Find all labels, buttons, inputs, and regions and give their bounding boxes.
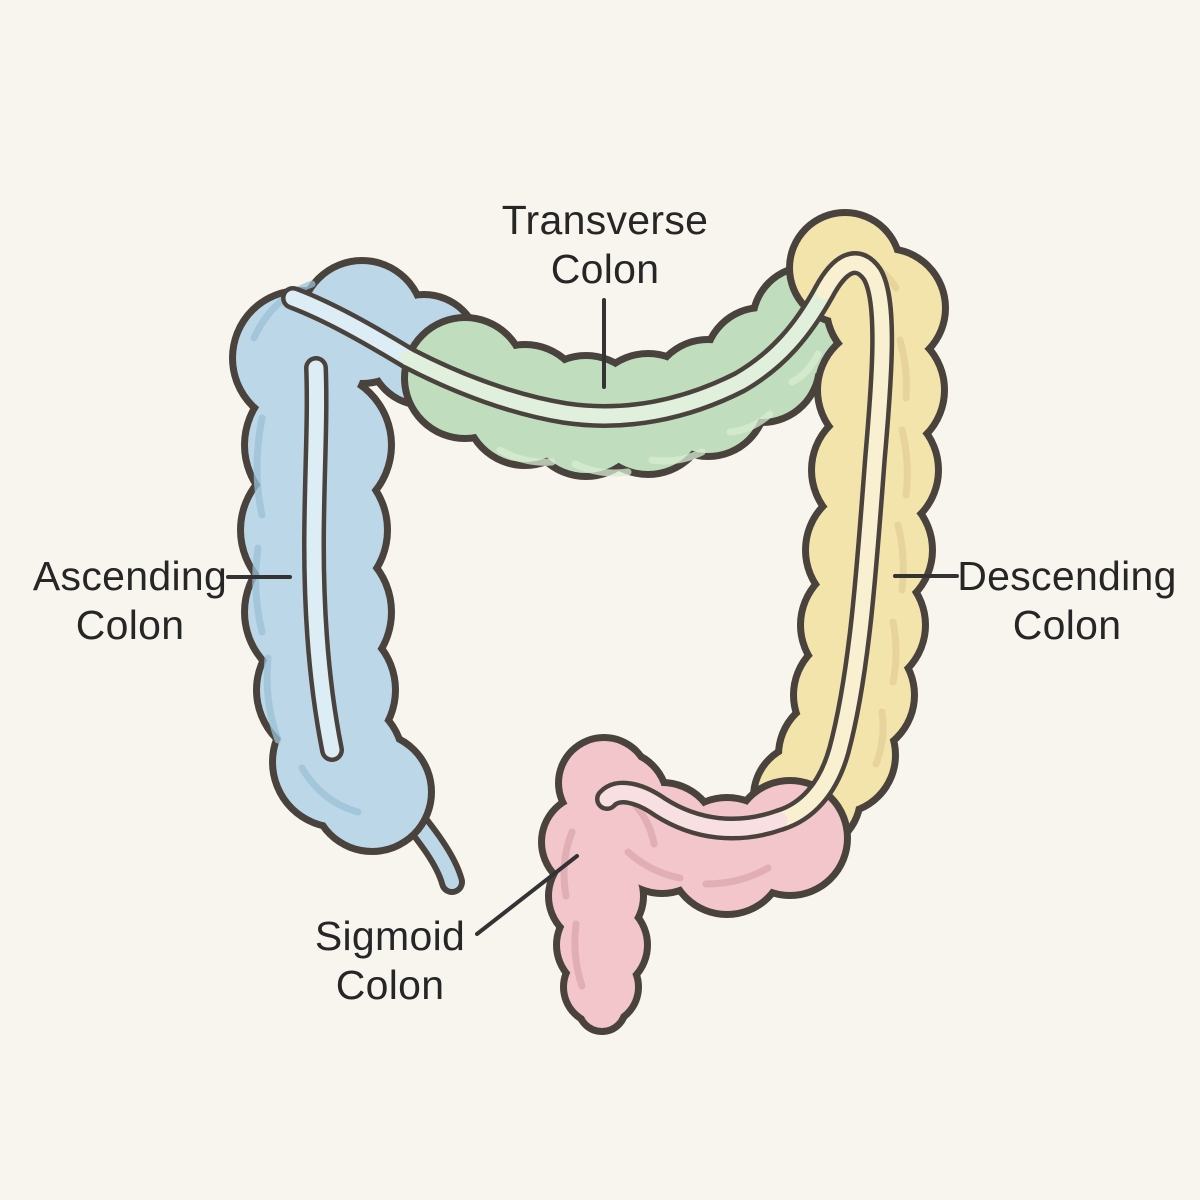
transverse-colon-shape [408,270,860,473]
sigmoid-colon-shape [545,741,844,1028]
pointer-lines [226,298,959,936]
taenia-band [281,251,895,841]
ascending-colon-label: Ascending Colon [32,553,228,649]
sigmoid-colon-label: Sigmoid Colon [314,913,466,1009]
transverse-colon-label: Transverse Colon [501,197,709,293]
descending-colon-label: Descending Colon [957,553,1177,649]
sigmoid-pointer-line [475,854,579,936]
